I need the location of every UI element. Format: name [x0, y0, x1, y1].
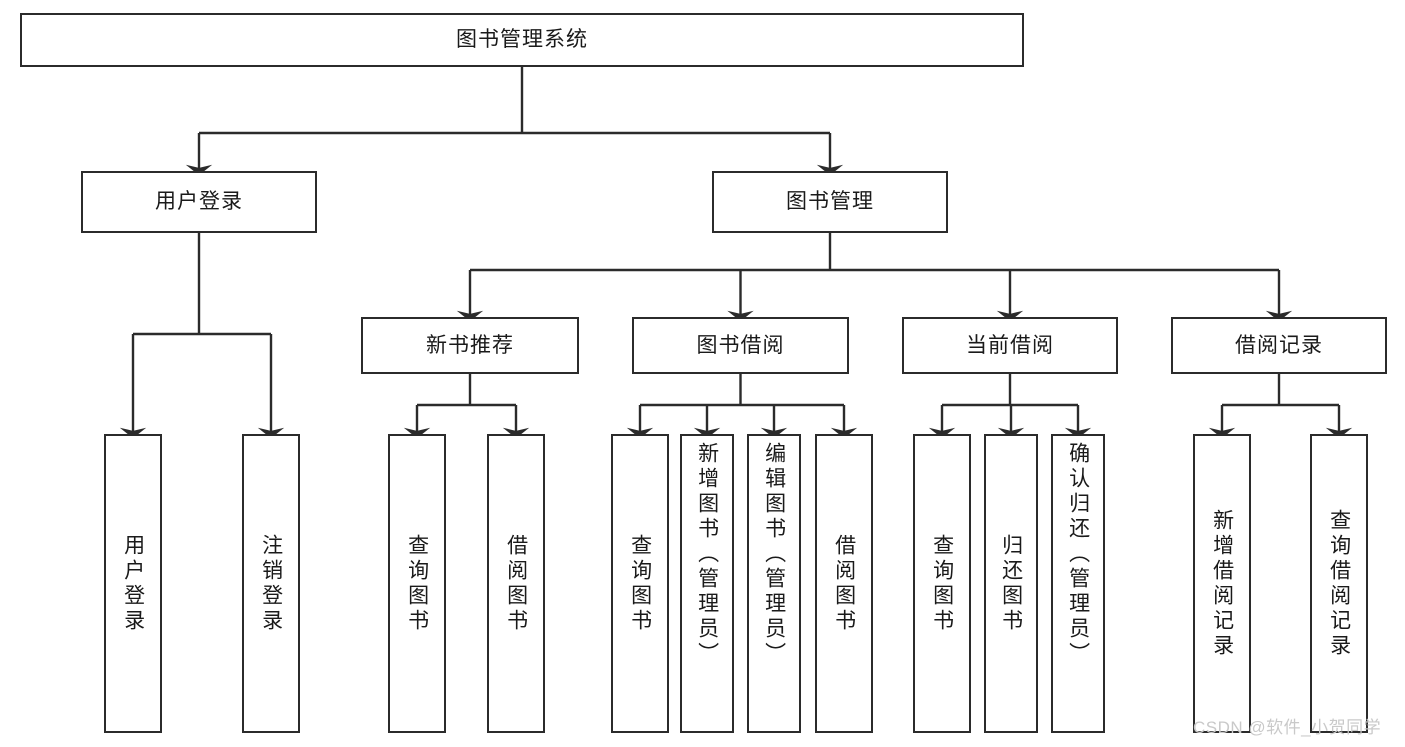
- node-label: 查询图书: [405, 533, 429, 634]
- node-leaf-7[interactable]: 编辑图书（管理员）: [747, 434, 801, 733]
- node-leaf-10[interactable]: 归还图书: [984, 434, 1038, 733]
- node-label: 图书管理: [786, 190, 874, 214]
- node-label: 注销登录: [259, 533, 283, 634]
- node-label: 借阅图书: [504, 533, 528, 634]
- node-leaf-12[interactable]: 新增借阅记录: [1193, 434, 1251, 733]
- node-label: 新增图书（管理员）: [695, 442, 719, 667]
- node-leaf-6[interactable]: 新增图书（管理员）: [680, 434, 734, 733]
- node-records[interactable]: 借阅记录: [1171, 317, 1387, 374]
- node-label: 确认归还（管理员）: [1066, 442, 1090, 667]
- node-label: 用户登录: [121, 533, 145, 634]
- node-bookmgmt[interactable]: 图书管理: [712, 171, 948, 233]
- node-label: 查询借阅记录: [1327, 508, 1351, 659]
- node-leaf-9[interactable]: 查询图书: [913, 434, 971, 733]
- node-leaf-2[interactable]: 注销登录: [242, 434, 300, 733]
- node-borrow[interactable]: 图书借阅: [632, 317, 849, 374]
- node-label: 图书借阅: [696, 333, 785, 357]
- node-label: 归还图书: [999, 533, 1023, 634]
- node-current[interactable]: 当前借阅: [902, 317, 1118, 374]
- node-leaf-4[interactable]: 借阅图书: [487, 434, 545, 733]
- node-leaf-1[interactable]: 用户登录: [104, 434, 162, 733]
- node-label: 当前借阅: [966, 333, 1054, 357]
- node-label: 借阅图书: [832, 533, 856, 634]
- watermark-label: CSDN @软件_小贺同学: [1193, 718, 1382, 737]
- node-leaf-8[interactable]: 借阅图书: [815, 434, 873, 733]
- node-label: 图书管理系统: [456, 28, 588, 52]
- node-newbook[interactable]: 新书推荐: [361, 317, 579, 374]
- node-leaf-3[interactable]: 查询图书: [388, 434, 446, 733]
- node-login[interactable]: 用户登录: [81, 171, 317, 233]
- node-leaf-11[interactable]: 确认归还（管理员）: [1051, 434, 1105, 733]
- node-label: 查询图书: [628, 533, 652, 634]
- node-root[interactable]: 图书管理系统: [20, 13, 1024, 67]
- node-label: 编辑图书（管理员）: [762, 442, 786, 667]
- node-label: 用户登录: [155, 190, 243, 214]
- node-label: 新增借阅记录: [1210, 508, 1234, 659]
- connector-lines: [119, 67, 1353, 439]
- node-label: 借阅记录: [1235, 333, 1323, 357]
- node-label: 新书推荐: [426, 333, 514, 357]
- node-leaf-5[interactable]: 查询图书: [611, 434, 669, 733]
- node-leaf-13[interactable]: 查询借阅记录: [1310, 434, 1368, 733]
- node-label: 查询图书: [930, 533, 954, 634]
